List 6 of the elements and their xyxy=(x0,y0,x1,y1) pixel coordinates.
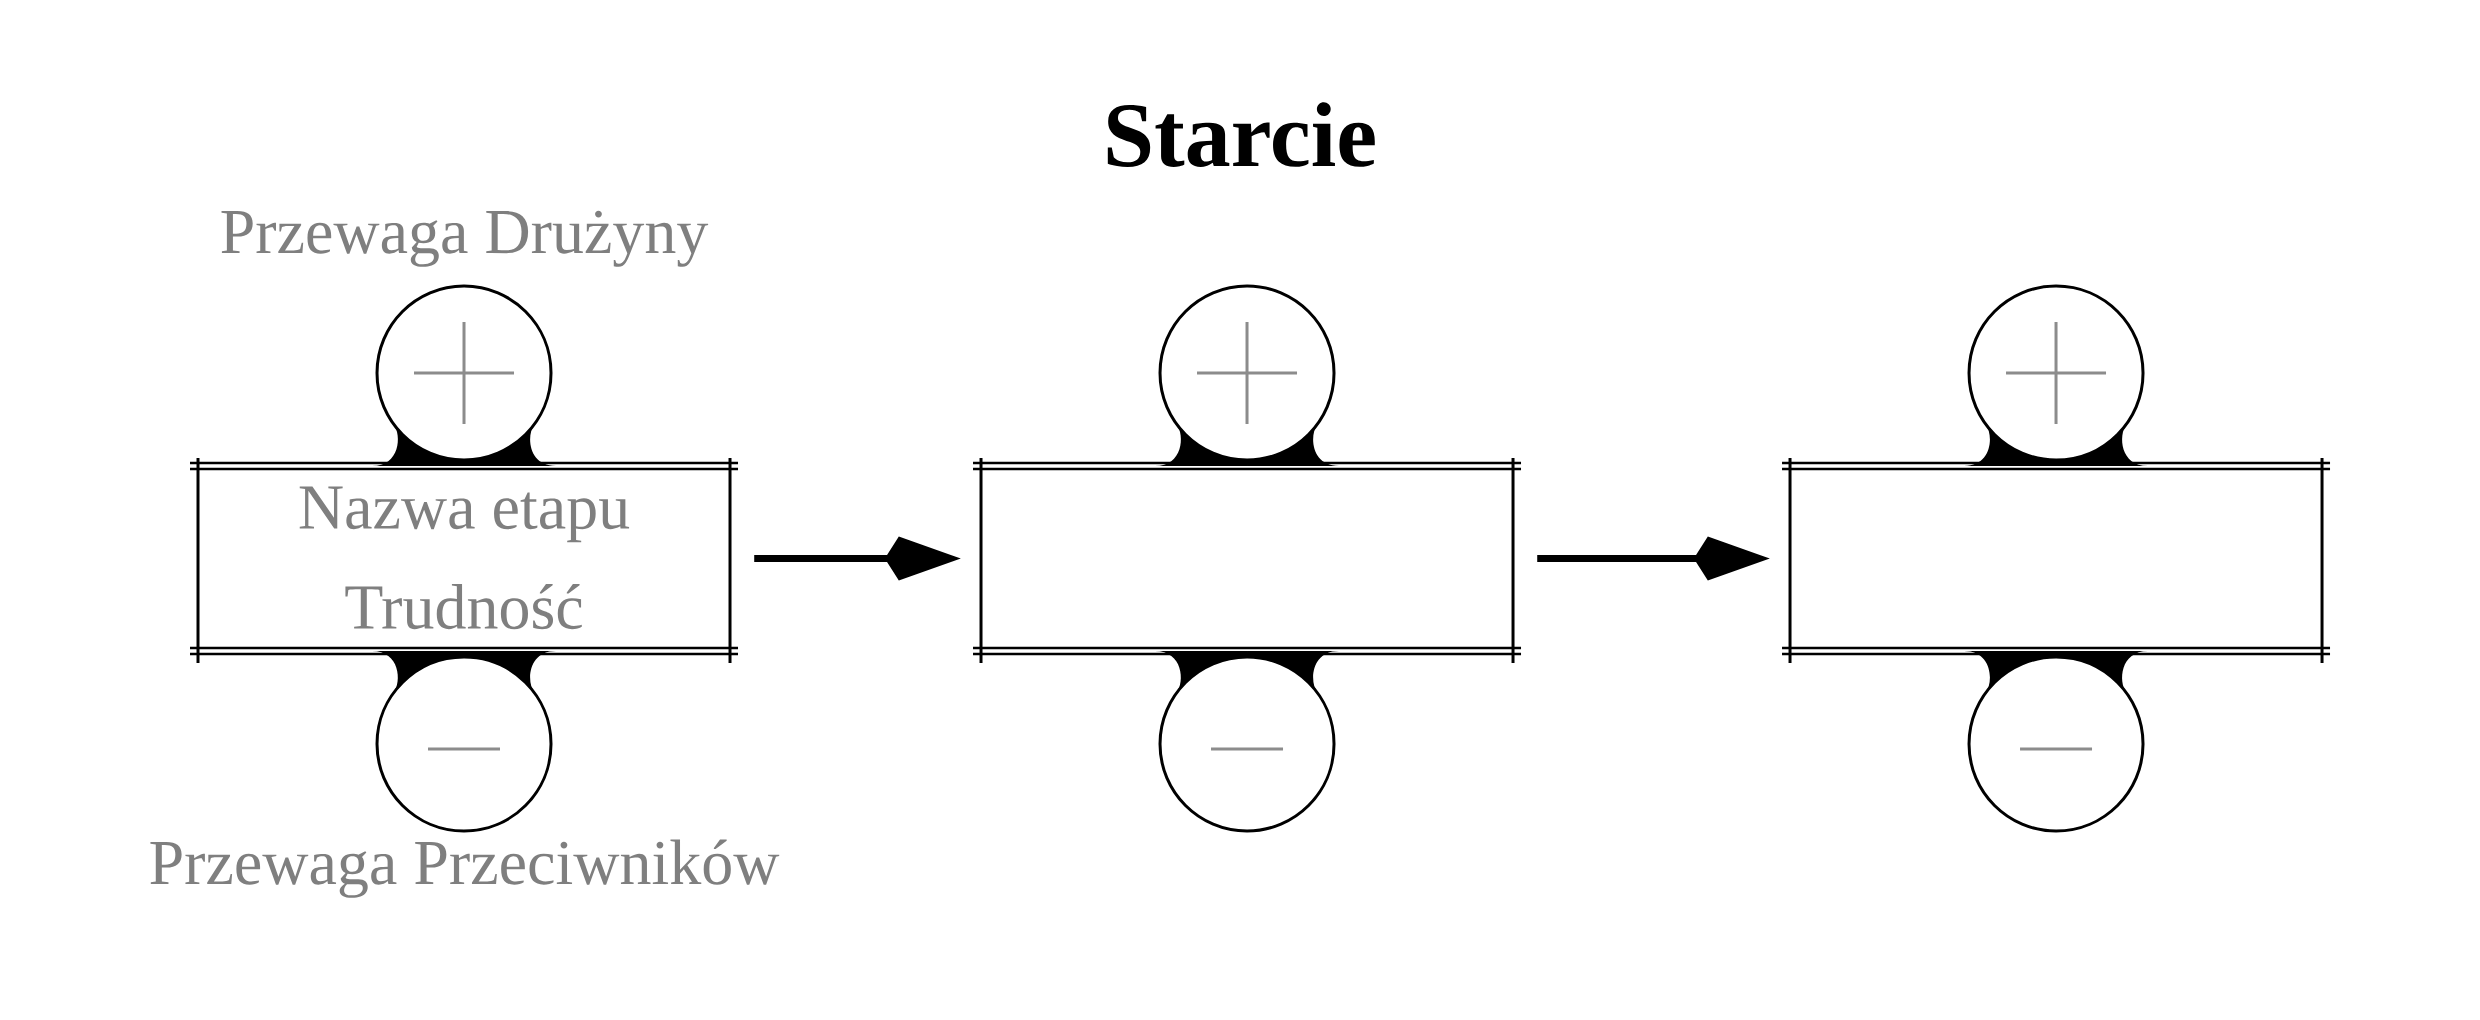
node-label: Przewaga Przeciwników xyxy=(150,839,780,898)
node-label: Przewaga Drużyny xyxy=(221,210,709,267)
stage-box: Nazwa etapu Trudność xyxy=(190,458,738,663)
stage-box xyxy=(973,458,1521,663)
stage-box xyxy=(1782,458,2331,663)
title: Starcie xyxy=(1107,102,1375,167)
